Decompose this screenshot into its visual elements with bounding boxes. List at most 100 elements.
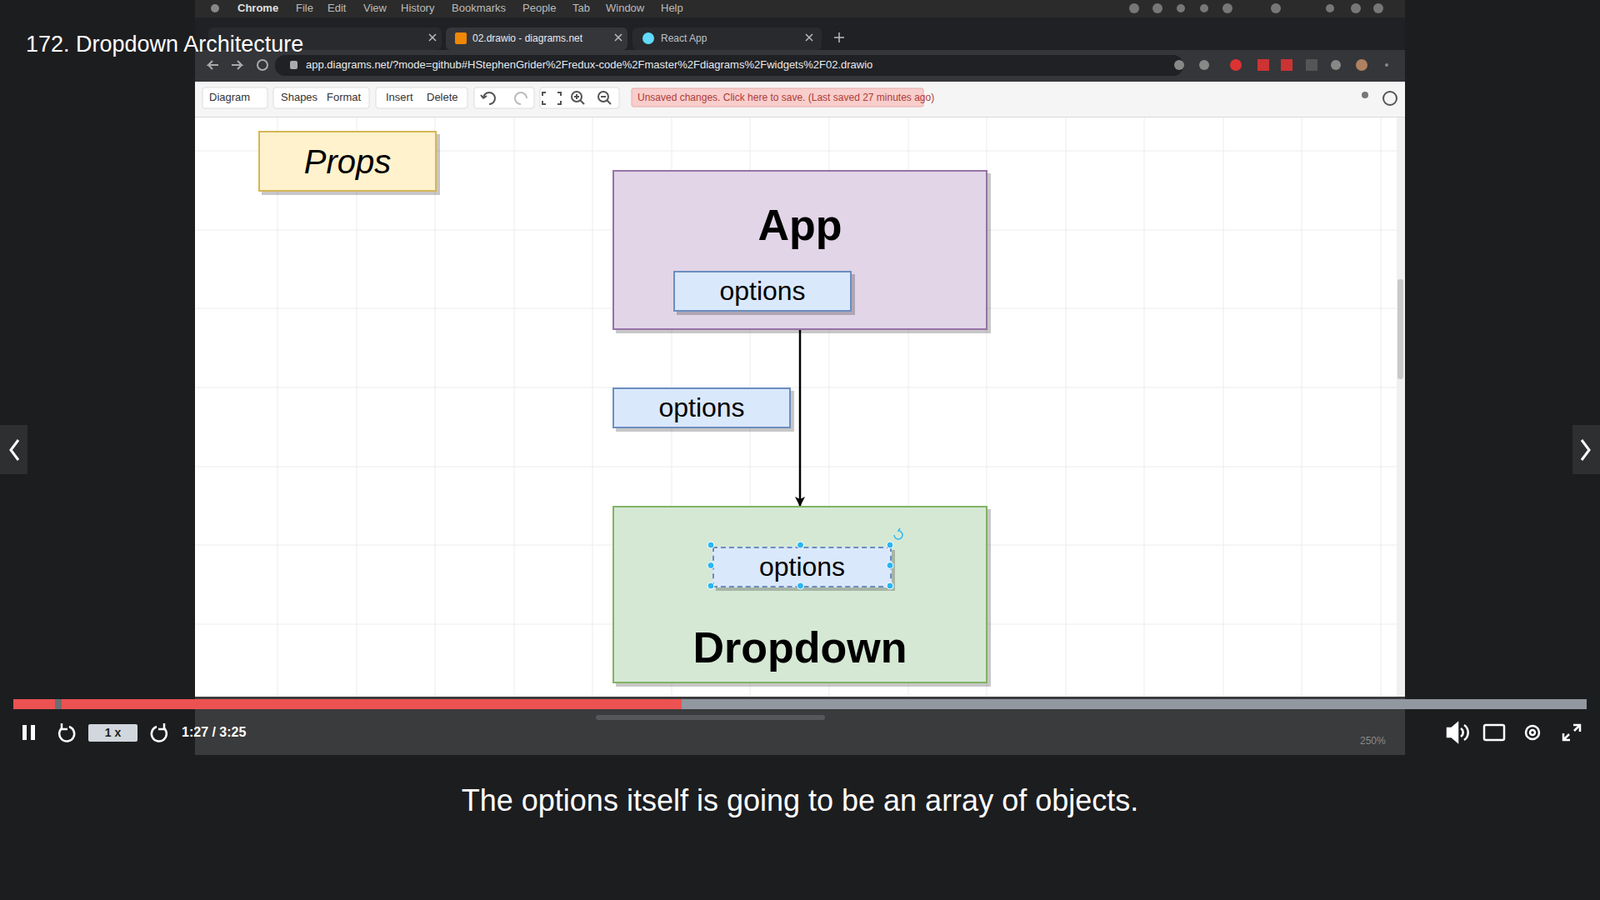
drawio-toolbar xyxy=(195,81,1405,118)
prop-box: options xyxy=(712,546,892,588)
progress-track xyxy=(13,699,1587,710)
player-controls xyxy=(22,725,35,740)
prev-arrow xyxy=(10,440,19,460)
box-label: Props xyxy=(304,142,392,181)
fullscreen-exit-icon xyxy=(1563,725,1580,740)
resize-handle xyxy=(886,541,894,549)
prev-button xyxy=(0,425,28,475)
toolbar-icons xyxy=(480,91,1397,105)
extension-icon xyxy=(1230,59,1242,71)
toolbar-border xyxy=(195,116,1405,118)
tab-bar xyxy=(195,17,1405,50)
volume-icon xyxy=(1460,725,1469,740)
pause-icon xyxy=(22,725,27,740)
progress-marker xyxy=(55,699,62,710)
extension-icon xyxy=(1174,60,1185,70)
menu-item: View xyxy=(363,1,387,15)
props-legend-box: Props xyxy=(258,130,437,192)
rotate-handle xyxy=(894,528,903,540)
toolbar-button xyxy=(375,87,468,109)
user-icon xyxy=(1350,3,1361,14)
redo-icon xyxy=(515,92,527,105)
component-name: Dropdown xyxy=(692,623,907,674)
next-button xyxy=(1572,425,1600,475)
zoom-in-icon xyxy=(574,94,585,105)
browser-tab-active xyxy=(445,27,628,50)
subtitle-caption: The options itself is going to be an arr… xyxy=(0,782,1600,819)
forward-icon xyxy=(158,723,165,730)
new-tab-icon xyxy=(834,32,845,43)
menu-icons xyxy=(1129,3,1384,14)
toolbar-item: Shapes xyxy=(280,90,318,105)
resize-handle xyxy=(797,541,805,549)
toolbar-item: Insert xyxy=(385,90,414,105)
globe-icon xyxy=(1383,91,1397,105)
grid-lines xyxy=(195,150,1398,625)
settings-icon xyxy=(1525,725,1540,740)
pause-icon xyxy=(30,725,35,740)
zoom-out-icon xyxy=(600,96,611,105)
back-icon xyxy=(208,60,219,70)
zoom-level: 250% xyxy=(1360,735,1386,747)
close-icon xyxy=(615,34,622,41)
menu-item: Chrome xyxy=(237,1,279,15)
browser-tab xyxy=(632,27,822,50)
canvas-grid xyxy=(195,117,1398,697)
toolbar-item: Delete xyxy=(426,90,459,105)
menu-item: Window xyxy=(605,1,645,15)
toolbar-button xyxy=(202,87,268,109)
tab-favicon xyxy=(455,32,467,45)
url-text: app.diagrams.net/?mode=github#HStephenGr… xyxy=(305,58,873,72)
tab-favicon xyxy=(642,32,655,45)
component-box: optionsDropdown xyxy=(612,505,988,684)
wifi-icon xyxy=(1270,3,1281,14)
extension-icons xyxy=(1174,59,1389,71)
extension-icon xyxy=(1305,59,1318,71)
extension-icon xyxy=(1199,60,1210,70)
menu-icon xyxy=(1385,63,1389,67)
volume-icon xyxy=(1447,723,1458,742)
prop-box: options xyxy=(673,270,852,312)
drawio-canvas xyxy=(195,117,1398,697)
extension-icon xyxy=(1257,59,1270,71)
toolbar-button xyxy=(540,87,620,109)
time-display: 1:27 / 3:25 xyxy=(181,724,246,740)
apple-icon xyxy=(210,4,220,13)
resize-handle xyxy=(797,582,805,590)
menu-item: Help xyxy=(660,1,684,15)
fit-icon xyxy=(542,92,561,105)
scrollbar-thumb xyxy=(1397,279,1404,380)
menu-item: Tab xyxy=(572,1,590,15)
menu-item: Bookmarks xyxy=(451,1,506,15)
prop-flow-arrow xyxy=(799,330,802,506)
box-label: options xyxy=(658,392,745,424)
close-icon xyxy=(429,34,436,41)
playback-speed: 1 x xyxy=(105,725,121,740)
status-icon xyxy=(1200,4,1209,13)
menu-icon xyxy=(1373,3,1384,14)
toolbar-button xyxy=(273,87,370,109)
resize-handle xyxy=(886,582,894,590)
status-icon xyxy=(1129,3,1140,14)
rewind-icon xyxy=(61,723,68,730)
forward-icon xyxy=(231,60,242,70)
status-icon xyxy=(1152,3,1163,14)
menu-item: History xyxy=(400,1,435,15)
next-arrow xyxy=(1581,440,1590,460)
extension-icon xyxy=(1330,60,1341,70)
component-box: optionsApp xyxy=(612,170,988,330)
undo-icon xyxy=(480,92,495,105)
search-icon xyxy=(1325,4,1335,13)
address-field xyxy=(275,55,1184,76)
nav-icons xyxy=(208,60,268,70)
player-icons xyxy=(59,723,1580,742)
scrollbar-track xyxy=(1396,117,1405,697)
resize-handle xyxy=(886,562,894,570)
prop-box: options xyxy=(612,387,791,429)
menu-item: File xyxy=(295,1,314,15)
resize-handle xyxy=(707,562,715,570)
lecture-title: 172. Dropdown Architecture xyxy=(25,30,304,58)
